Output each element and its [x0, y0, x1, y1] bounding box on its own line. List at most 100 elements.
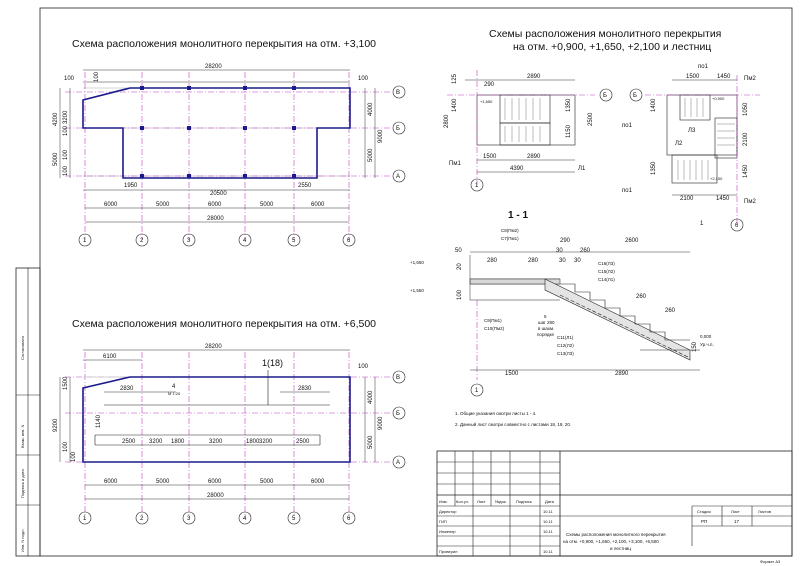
- plan2-left-4: 100: [71, 451, 77, 462]
- plan1-top-right: 100: [358, 76, 369, 82]
- svg-text:1: 1: [83, 238, 87, 244]
- sl-2890b: 2890: [527, 154, 541, 160]
- stamp-desc-1: Схемы расположения монолитного перекрыти…: [566, 532, 666, 537]
- sr-1350: 1350: [651, 161, 657, 175]
- sec-c9: С9(Пм1): [484, 318, 502, 323]
- plan1-span-3: 5000: [260, 202, 274, 208]
- sr-2100b: 2100: [680, 196, 694, 202]
- plan1-left-3: 5000: [53, 152, 59, 166]
- sec-c10: С10(Пм2): [484, 326, 505, 331]
- plan2-span-4: 6000: [311, 479, 325, 485]
- stamp-h0: Изм.: [439, 499, 448, 504]
- plan1-columns: [140, 86, 296, 178]
- sec-280a: 280: [487, 258, 498, 264]
- sr-po1a: по1: [698, 64, 709, 70]
- svg-text:6: 6: [347, 238, 351, 244]
- sec-c16: С16(Л3): [598, 261, 615, 266]
- plan2-top-overall: 28200: [205, 344, 222, 350]
- stamp-h4: Подпись: [516, 499, 532, 504]
- plan2-row-0: 2500: [122, 439, 136, 445]
- side-inv1: Взам. инв. N: [20, 425, 25, 448]
- stamp-date-1: 10.11: [543, 519, 553, 524]
- sec-280b: 280: [528, 258, 539, 264]
- plan2-left-0: 1500: [63, 376, 69, 390]
- sl-pm1: Пм1: [449, 161, 461, 167]
- sr-l2: Л2: [675, 141, 683, 147]
- plan2-left-2: 1140: [96, 414, 102, 428]
- svg-text:2: 2: [140, 516, 144, 522]
- sec-note-2: шаг 280: [538, 320, 555, 325]
- stamp-h3: №док.: [495, 499, 507, 504]
- plan2-left-3: 100: [63, 441, 69, 452]
- stairs-title-2: на отм. +0,900, +1,650, +2,100 и лестниц: [513, 41, 711, 53]
- stamp-date-0: 10.11: [543, 509, 553, 514]
- sec-100: 100: [457, 289, 463, 300]
- plan1-left-1: 3200: [63, 110, 69, 124]
- stamp-date-2: 10.11: [543, 529, 553, 534]
- side-sign: Подпись и дата: [20, 468, 25, 498]
- sl-1500: 1500: [483, 154, 497, 160]
- plan1-right-0: 4000: [368, 102, 374, 116]
- sec-2600: 2600: [625, 238, 639, 244]
- plan1-top-overall: 28200: [205, 64, 222, 70]
- sl-2500: 2500: [588, 112, 594, 126]
- plan1-inner-mid: 20500: [210, 191, 227, 197]
- sec-290: 290: [560, 238, 571, 244]
- sec-150: 150: [692, 341, 698, 352]
- plan1-left-a: 100: [94, 71, 100, 82]
- sec-ax1: 1: [475, 388, 479, 394]
- plan1-axis-x: 1 2 3 4 5 6: [78, 233, 356, 247]
- plan1-right-1: 9000: [378, 129, 384, 143]
- note-2: 2. Данный лист смотри совместно с листам…: [455, 421, 571, 427]
- svg-text:3: 3: [187, 516, 191, 522]
- sr-1500: 1500: [686, 74, 700, 80]
- plan2-2830a: 2830: [120, 386, 134, 392]
- sec-c12: С12(Л2): [557, 343, 574, 348]
- sl-1150: 1150: [566, 124, 572, 138]
- sr-lvl1: +0,900: [712, 96, 725, 101]
- stamp-role-2: Инженер: [439, 529, 456, 534]
- stamp-sheet: 17: [734, 519, 740, 524]
- sec-260c: 260: [665, 308, 676, 314]
- sr-pm2b: Пм2: [744, 199, 756, 205]
- plan2-label-4-sub: М 1:20: [168, 391, 181, 396]
- sr-1450b: 1450: [743, 164, 749, 178]
- section-drawing: [469, 251, 700, 380]
- plan1-left-2: 100: [63, 125, 69, 136]
- svg-text:4: 4: [243, 238, 247, 244]
- svg-text:2: 2: [140, 238, 144, 244]
- section-title: 1 - 1: [508, 210, 528, 221]
- sec-lvl0: 0,000: [700, 334, 712, 339]
- sec-c15: С15(Л2): [598, 269, 615, 274]
- title-block: [436, 450, 793, 557]
- svg-text:1: 1: [83, 516, 87, 522]
- stamp-role-1: ГИП: [439, 519, 447, 524]
- stamp-stage-h: Стадия: [697, 509, 711, 514]
- stair-plan-left: [447, 70, 595, 185]
- sec-1500: 1500: [505, 371, 519, 377]
- plan1-left-5: 100: [63, 165, 69, 176]
- stamp-date-4: 10.11: [543, 549, 553, 554]
- sl-4390: 4390: [510, 166, 524, 172]
- svg-text:5: 5: [292, 238, 296, 244]
- format-label: Формат А3: [760, 559, 781, 564]
- sec-note-3: в шахм.: [538, 326, 554, 331]
- sl-l1: Л1: [578, 166, 586, 172]
- svg-text:6: 6: [347, 516, 351, 522]
- sl-ax1: 1: [475, 183, 479, 189]
- sec-50: 50: [455, 248, 462, 254]
- plan2-axis-y: В Б А: [392, 370, 406, 469]
- plan1-inner-left: 1950: [124, 183, 138, 189]
- sec-30a: 30: [556, 248, 563, 254]
- stairs-title-1: Схемы расположения монолитного перекрыти…: [489, 28, 721, 40]
- svg-text:3: 3: [187, 238, 191, 244]
- sl-290: 290: [484, 82, 495, 88]
- sec-lvl0b: Ур.ч.п.: [700, 342, 714, 347]
- sec-2890: 2890: [615, 371, 629, 377]
- svg-text:Б: Б: [396, 411, 400, 417]
- plan2-row-1: 3200: [149, 439, 163, 445]
- stamp-role-0: Директор: [439, 509, 457, 514]
- plan2-row-3: 3200: [209, 439, 223, 445]
- sec-lvl1: +1,650: [410, 260, 424, 265]
- plan1-span-2: 6000: [208, 202, 222, 208]
